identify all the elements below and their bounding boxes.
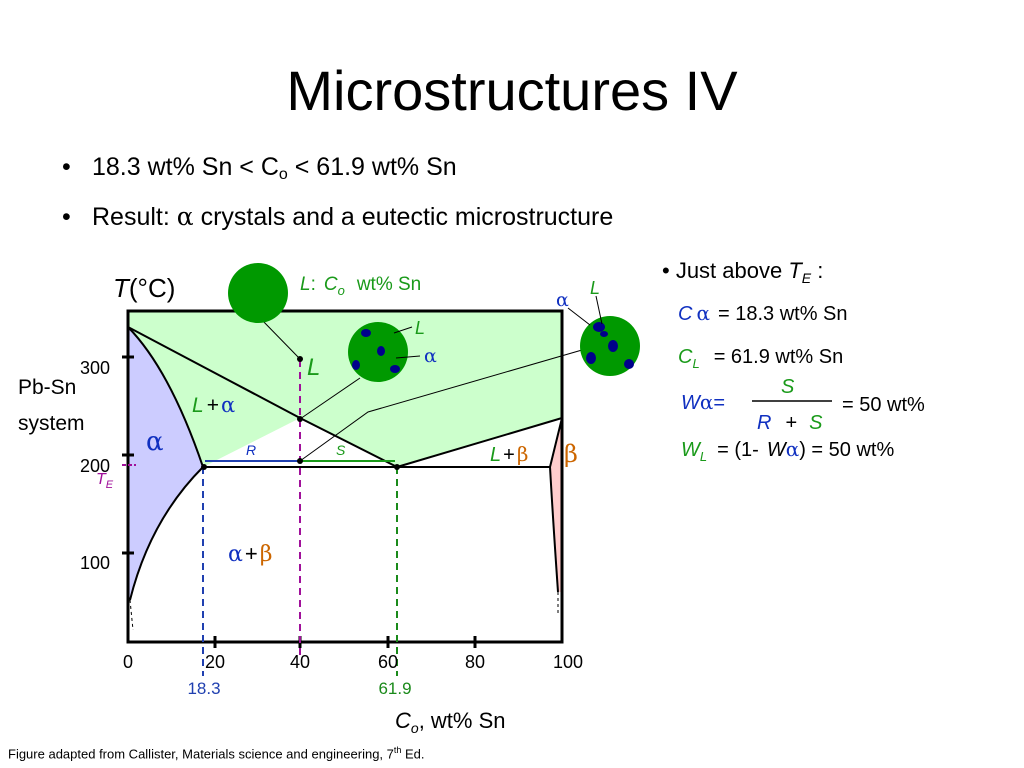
info-heading: • Just above TE : (662, 258, 823, 286)
bullet-subscript: o (278, 166, 288, 183)
bullet-dot: • (62, 153, 71, 181)
composition-label-61-9: 61.9 (378, 679, 411, 698)
w-l-line: WL= (1-Wα) = 50 wt% (681, 437, 894, 464)
bullet-list: • 18.3 wt% Sn < Co < 61.9 wt% Sn • Result:… (62, 146, 613, 238)
state-point-eutectic (394, 464, 400, 470)
x-tick-label-60: 60 (378, 652, 398, 672)
y-tick-label-200: 200 (80, 456, 110, 476)
x-axis-label: Co, wt% Sn (395, 708, 506, 736)
credit-text: Figure adapted from Callister, Materials… (8, 746, 394, 762)
x-tick-label-20: 20 (205, 652, 225, 672)
y-tick-label-300: 300 (80, 358, 110, 378)
solidus-left (127, 326, 204, 468)
beta-region (550, 418, 562, 592)
tie-label-S: S (336, 442, 346, 458)
leader-line (299, 349, 583, 462)
slide-title: Microstructures IV (286, 59, 738, 122)
x-tick-label-80: 80 (465, 652, 485, 672)
bullet-text: crystals and a eutectic microstructure (193, 203, 614, 231)
leader-line-above-alpha (567, 307, 591, 326)
bullet-text: 18.3 wt% Sn < C (92, 153, 279, 181)
microstructure-above-eutectic (580, 316, 640, 376)
leader-line-L (393, 326, 413, 334)
solidus-right (548, 417, 563, 593)
x-tick-label-0: 0 (123, 652, 133, 672)
micro-label-above-alpha: α (556, 289, 569, 311)
microstructure-liquid (228, 263, 288, 323)
w-alpha-formula: Wα= S R+S = 50 wt% (681, 376, 925, 434)
bullet-result: • Result: α crystals and a eutectic micro… (62, 196, 613, 238)
bullet-text: Result: (92, 203, 177, 231)
micro-label-L: L (415, 318, 425, 338)
system-label-line1: Pb-Sn (18, 376, 76, 399)
liquid-region (128, 311, 562, 467)
y-tick-label-100: 100 (80, 553, 110, 573)
eutectic-temp-label: TE (96, 471, 114, 491)
svg-text:S: S (781, 376, 795, 398)
solvus-left (129, 466, 204, 601)
state-point-alpha-end (201, 464, 207, 470)
figure-credit: Figure adapted from Callister, Materials… (8, 745, 425, 761)
leader-line (299, 377, 361, 420)
plot-frame (126, 309, 564, 644)
micro-label-alpha: α (424, 345, 437, 367)
leader-line (259, 317, 301, 360)
y-axis-label: T(°C) (113, 273, 175, 303)
region-label-alpha-beta: α+β (228, 541, 272, 567)
liquidus-right (396, 417, 563, 468)
svg-text:= 50 wt%: = 50 wt% (842, 394, 925, 416)
bullet-greek: α (176, 202, 194, 231)
leader-line-alpha (395, 355, 421, 359)
tie-label-R: R (246, 442, 256, 458)
svg-text:R+S: R+S (757, 412, 823, 434)
bullet-text: < 61.9 wt% Sn (287, 153, 457, 181)
system-label-line2: system (18, 412, 85, 435)
region-label-liquid-beta: L+β (490, 442, 528, 466)
solvus-left-dashed (129, 599, 134, 631)
x-tick-label-100: 100 (553, 652, 583, 672)
bullet-dot: • (62, 203, 71, 231)
region-label-liquid-alpha: L+α (192, 393, 235, 417)
microstructure-liquid-alpha (348, 322, 408, 382)
leader-line-above-L (595, 295, 603, 325)
credit-text: Ed. (401, 746, 425, 762)
region-label-alpha: α (146, 427, 164, 457)
micro-label-above-L: L (590, 278, 600, 298)
bullet-composition-range: • 18.3 wt% Sn < Co < 61.9 wt% Sn (62, 146, 613, 196)
region-label-liquid: L (307, 354, 320, 381)
c-l-line: CL= 61.9 wt% Sn (678, 346, 843, 371)
credit-superscript: th (393, 745, 402, 755)
x-tick-label-40: 40 (290, 652, 310, 672)
region-label-beta: β (564, 440, 578, 468)
svg-text:Wα=: Wα= (681, 390, 725, 414)
alpha-region (128, 327, 203, 600)
composition-label-18-3: 18.3 (187, 679, 220, 698)
